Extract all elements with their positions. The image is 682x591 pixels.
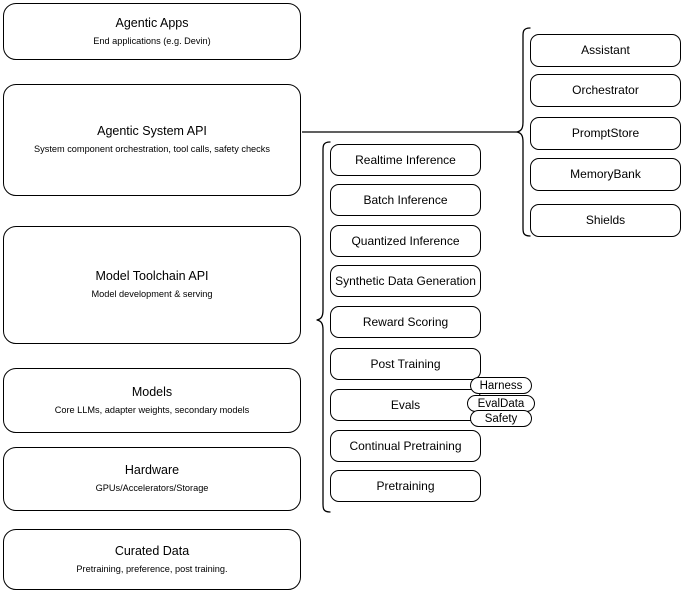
capability-quantized-inference[interactable]: Quantized Inference xyxy=(330,225,481,257)
capability-batch-inference[interactable]: Batch Inference xyxy=(330,184,481,216)
capability-evals[interactable]: Evals xyxy=(330,389,481,421)
system-component-label: Shields xyxy=(585,213,626,227)
capability-synthetic-data-generation[interactable]: Synthetic Data Generation xyxy=(330,265,481,297)
system-component-label: Orchestrator xyxy=(572,83,639,97)
layer-card-agentic-apps[interactable]: Agentic Apps End applications (e.g. Devi… xyxy=(3,3,301,60)
capability-label: Post Training xyxy=(370,356,441,371)
capability-label: Pretraining xyxy=(376,478,435,493)
layer-subtitle: Model development & serving xyxy=(91,289,213,300)
capability-label: Synthetic Data Generation xyxy=(335,273,476,288)
layer-card-hardware[interactable]: Hardware GPUs/Accelerators/Storage xyxy=(3,447,301,511)
system-component-orchestrator[interactable]: Orchestrator xyxy=(530,74,681,107)
capability-label: Reward Scoring xyxy=(362,314,449,329)
eval-badge-safety[interactable]: Safety xyxy=(470,410,532,427)
eval-badge-label: EvalData xyxy=(477,397,525,410)
layer-subtitle: GPUs/Accelerators/Storage xyxy=(95,483,209,494)
capability-pretraining[interactable]: Pretraining xyxy=(330,470,481,502)
eval-badge-label: Harness xyxy=(479,379,523,392)
layer-subtitle: End applications (e.g. Devin) xyxy=(93,35,211,46)
system-component-label: PromptStore xyxy=(571,126,640,140)
system-component-label: Assistant xyxy=(581,43,630,57)
capability-reward-scoring[interactable]: Reward Scoring xyxy=(330,306,481,338)
system-component-shields[interactable]: Shields xyxy=(530,204,681,237)
capability-label: Quantized Inference xyxy=(351,233,460,248)
system-component-promptstore[interactable]: PromptStore xyxy=(530,117,681,150)
system-component-memorybank[interactable]: MemoryBank xyxy=(530,158,681,191)
layer-title: Hardware xyxy=(124,463,180,478)
capability-continual-pretraining[interactable]: Continual Pretraining xyxy=(330,430,481,462)
layer-title: Agentic Apps xyxy=(115,15,189,30)
layer-subtitle: Pretraining, preference, post training. xyxy=(76,563,228,574)
layer-subtitle: System component orchestration, tool cal… xyxy=(34,144,270,155)
layer-card-models[interactable]: Models Core LLMs, adapter weights, secon… xyxy=(3,368,301,433)
system-component-assistant[interactable]: Assistant xyxy=(530,34,681,67)
layer-title: Model Toolchain API xyxy=(95,269,209,284)
system-component-label: MemoryBank xyxy=(570,167,641,181)
layer-title: Agentic System API xyxy=(97,124,207,139)
capability-label: Continual Pretraining xyxy=(349,438,462,453)
capability-label: Realtime Inference xyxy=(355,152,456,167)
capability-label: Evals xyxy=(390,397,421,412)
layer-title: Curated Data xyxy=(114,543,190,558)
layer-title: Models xyxy=(131,384,173,399)
capability-realtime-inference[interactable]: Realtime Inference xyxy=(330,144,481,176)
brace-path-middle xyxy=(316,141,331,513)
capability-label: Batch Inference xyxy=(363,192,448,207)
capability-post-training[interactable]: Post Training xyxy=(330,348,481,380)
eval-badge-harness[interactable]: Harness xyxy=(470,377,532,394)
layer-card-model-toolchain-api[interactable]: Model Toolchain API Model development & … xyxy=(3,226,301,344)
layer-card-curated-data[interactable]: Curated Data Pretraining, preference, po… xyxy=(3,529,301,590)
eval-badge-label: Safety xyxy=(484,412,518,425)
brace-path-right xyxy=(516,27,531,237)
layer-subtitle: Core LLMs, adapter weights, secondary mo… xyxy=(54,404,250,415)
layer-card-agentic-system-api[interactable]: Agentic System API System component orch… xyxy=(3,84,301,196)
